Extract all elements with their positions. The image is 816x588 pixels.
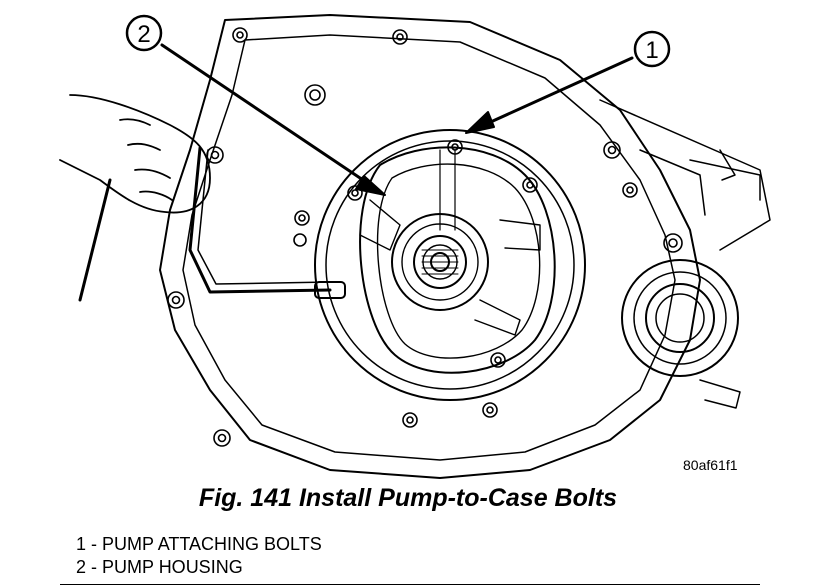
legend-divider	[60, 584, 760, 585]
output-bearing-boss	[621, 259, 741, 409]
case-right-detail	[599, 99, 771, 251]
figure-caption: Fig. 141 Install Pump-to-Case Bolts	[198, 484, 618, 512]
pump-bore	[314, 129, 586, 401]
legend: 1 - PUMP ATTACHING BOLTS 2 - PUMP HOUSIN…	[76, 533, 322, 579]
legend-item: 1 - PUMP ATTACHING BOLTS	[76, 534, 322, 554]
callout-1: 1	[633, 30, 671, 68]
callout-leaders	[160, 43, 634, 184]
flange-bolt-holes	[167, 27, 683, 447]
image-code: 80af61f1	[683, 457, 738, 473]
pump-installation-illustration: 2 1	[59, 14, 771, 479]
case-flange-inner	[182, 34, 676, 461]
callout-1-label: 1	[645, 37, 658, 64]
pump-attaching-bolts	[293, 139, 538, 428]
callout-2: 2	[125, 14, 163, 52]
case-flange-outline	[159, 14, 701, 479]
callout-2-label: 2	[137, 21, 150, 48]
callout-1-arrowhead	[465, 111, 495, 134]
technician-hand	[59, 94, 211, 214]
legend-item: 2 - PUMP HOUSING	[76, 557, 243, 577]
input-shaft	[391, 213, 489, 311]
pump-housing	[359, 146, 556, 374]
callout-2-arrowhead	[355, 175, 386, 196]
